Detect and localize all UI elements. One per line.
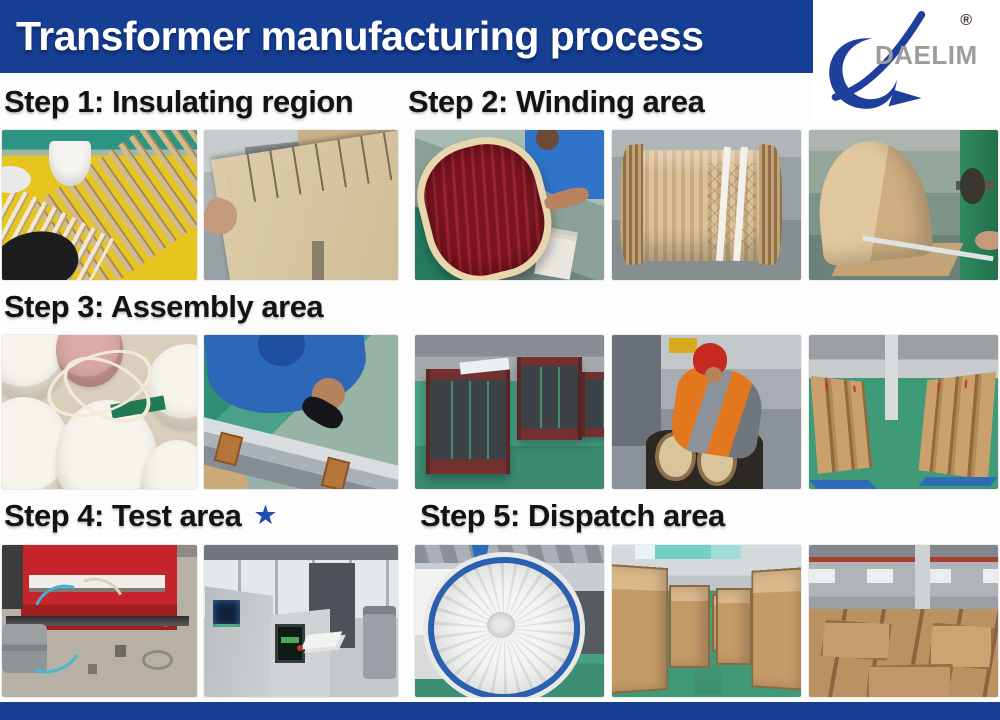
photo-red-test-machine [2, 545, 197, 697]
photo-wooden-crates-warehouse [809, 545, 998, 697]
photo-vacuum-drying-tank [415, 545, 604, 697]
page-title: Transformer manufacturing process [16, 13, 704, 59]
photo-row-1 [0, 130, 1000, 280]
bottom-accent-bar [0, 702, 1000, 720]
step-3-label: Step 3: Assembly area [4, 289, 324, 324]
photo-cable-spools [2, 335, 197, 489]
photo-core-stacking-worker [203, 335, 398, 489]
photo-row-3 [0, 545, 1000, 697]
photo-row-2 [0, 335, 1000, 489]
step-4-label: Step 4: Test area ★ [4, 498, 278, 534]
photo-worker-with-hardhat-assembling [612, 335, 801, 489]
step-1-label: Step 1: Insulating region [4, 84, 354, 119]
photo-insulation-cardboard-sheet [203, 130, 398, 280]
photo-test-control-console [203, 545, 398, 697]
step-5-label: Step 5: Dispatch area [420, 498, 725, 533]
daelim-swoosh-icon [829, 11, 926, 109]
photo-pleated-paper-roll [612, 130, 801, 280]
logo-brand-text: DAELIM [875, 40, 978, 70]
title-bar: Transformer manufacturing process [0, 0, 813, 73]
step-4-label-text: Step 4: Test area [4, 498, 242, 533]
daelim-logo: DAELIM ® [813, 0, 1000, 126]
photo-insulation-strips-on-yellow-mat [2, 130, 197, 280]
photo-coil-rows-in-warehouse [809, 335, 998, 489]
photo-red-winding-coil [415, 130, 604, 280]
photo-assembled-cores-on-floor [415, 335, 604, 489]
registered-trademark-icon: ® [960, 12, 972, 29]
star-icon: ★ [253, 500, 278, 530]
step-2-label: Step 2: Winding area [408, 84, 705, 119]
photo-paper-rolling-machine [809, 130, 998, 280]
photo-wooden-crates-aisle [612, 545, 801, 697]
